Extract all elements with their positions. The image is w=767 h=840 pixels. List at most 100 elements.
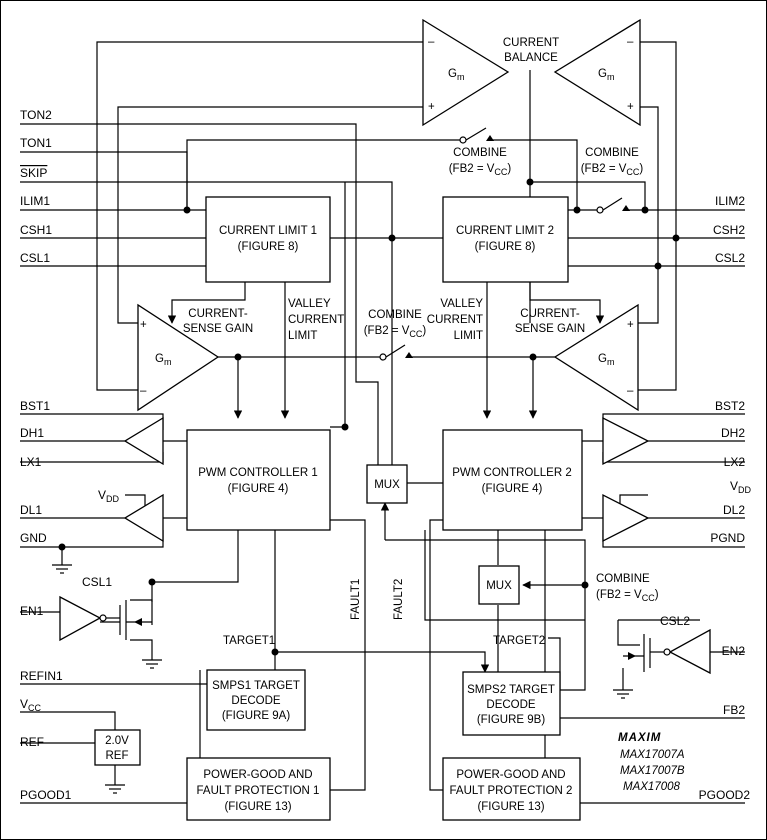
ref-block bbox=[94, 729, 141, 766]
cb-left-plus: + bbox=[428, 101, 435, 113]
current-balance-line1: CURRENT bbox=[503, 37, 559, 49]
gm-right-plus: + bbox=[627, 319, 634, 331]
pgood-1-title: POWER-GOOD AND bbox=[203, 769, 312, 781]
pin-lx1: LX1 bbox=[20, 455, 42, 469]
pin-skip: SKIP bbox=[20, 166, 47, 180]
pin-ton2: TON2 bbox=[20, 108, 52, 122]
current-balance-amp-left bbox=[422, 18, 510, 127]
valley-right-1: VALLEY bbox=[440, 298, 483, 310]
current-limit-2-block bbox=[442, 196, 569, 283]
valley-left-3: LIMIT bbox=[288, 330, 317, 342]
gm-amp-left bbox=[137, 303, 220, 412]
current-limit-2-fig: (FIGURE 8) bbox=[475, 241, 536, 253]
combine-mux-label: COMBINE bbox=[596, 573, 650, 585]
current-limit-1-block bbox=[205, 196, 331, 283]
smps2-target-block bbox=[462, 671, 561, 736]
smps2-title: SMPS2 TARGET bbox=[467, 684, 555, 696]
part-number-3: MAX17008 bbox=[623, 781, 681, 793]
en2-inverter bbox=[623, 628, 711, 675]
pin-csl2: CSL2 bbox=[715, 251, 745, 265]
mux-1-label: MUX bbox=[374, 479, 400, 491]
valley-left-1: VALLEY bbox=[288, 298, 331, 310]
current-balance-line2: BALANCE bbox=[504, 52, 558, 64]
pin-csl1-cmp: CSL1 bbox=[82, 575, 112, 589]
gm-label-right: Gm bbox=[598, 353, 614, 367]
pwm-2-title: PWM CONTROLLER 2 bbox=[452, 467, 572, 479]
pin-vcc: VCC bbox=[20, 697, 42, 713]
current-limit-1-title: CURRENT LIMIT 1 bbox=[219, 225, 317, 237]
pin-dl1: DL1 bbox=[20, 503, 42, 517]
target1-label: TARGET1 bbox=[223, 635, 275, 647]
pgood-2-fig: (FIGURE 13) bbox=[477, 801, 544, 813]
pgood-fault-2-block bbox=[442, 757, 581, 821]
pin-gnd: GND bbox=[20, 531, 47, 545]
part-number-2: MAX17007B bbox=[620, 765, 685, 777]
pin-ref: REF bbox=[20, 735, 44, 749]
junctions bbox=[58, 178, 680, 656]
pin-csl2-cmp: CSL2 bbox=[660, 614, 690, 628]
current-limit-2-title: CURRENT LIMIT 2 bbox=[456, 225, 554, 237]
gm-right-minus: – bbox=[627, 385, 634, 397]
pin-csl1: CSL1 bbox=[20, 251, 50, 265]
ground-symbols bbox=[52, 564, 633, 794]
pin-bst1: BST1 bbox=[20, 399, 50, 413]
pin-ilim1: ILIM1 bbox=[20, 194, 50, 208]
cb-right-plus: + bbox=[627, 101, 634, 113]
combine-right-cond: (FB2 = VCC) bbox=[581, 163, 644, 177]
mux-2-label: MUX bbox=[486, 580, 512, 592]
smps1-title: SMPS1 TARGET bbox=[212, 680, 300, 692]
pin-refin1: REFIN1 bbox=[20, 669, 63, 683]
pin-vdd-right: VDD bbox=[730, 479, 752, 495]
current-balance-amp-right bbox=[553, 18, 641, 127]
valley-right-3: LIMIT bbox=[454, 330, 483, 342]
combine-top-cond: (FB2 = VCC) bbox=[449, 163, 512, 177]
combine-switch-ilim2 bbox=[596, 197, 630, 214]
pin-dh2: DH2 bbox=[721, 426, 745, 440]
pin-csh2: CSH2 bbox=[713, 223, 745, 237]
pin-ton1: TON1 bbox=[20, 136, 52, 150]
pwm-1-title: PWM CONTROLLER 1 bbox=[198, 467, 318, 479]
cb-left-minus: – bbox=[428, 36, 435, 48]
pin-csh1: CSH1 bbox=[20, 223, 52, 237]
pin-pgnd: PGND bbox=[710, 531, 745, 545]
combine-switch-top bbox=[459, 127, 494, 144]
ref-voltage: 2.0V bbox=[105, 735, 129, 747]
pin-vdd-left: VDD bbox=[98, 488, 120, 504]
pgood-2-sub: FAULT PROTECTION 2 bbox=[450, 785, 573, 797]
pin-fb2: FB2 bbox=[723, 703, 745, 717]
pin-dl2: DL2 bbox=[723, 503, 745, 517]
pin-bst2: BST2 bbox=[715, 399, 745, 413]
pwm-controller-1-block bbox=[186, 429, 331, 531]
combine-switch-mid bbox=[379, 344, 413, 361]
gm-left-minus: – bbox=[140, 385, 147, 397]
ref-label: REF bbox=[106, 750, 129, 762]
driver-dh1 bbox=[123, 416, 164, 466]
valley-right-2: CURRENT bbox=[427, 314, 483, 326]
combine-mid-cond: (FB2 = VCC) bbox=[364, 325, 427, 339]
wires bbox=[20, 41, 745, 804]
en1-inverter bbox=[59, 595, 152, 642]
smps1-decode: DECODE bbox=[231, 695, 281, 707]
pin-en1: EN1 bbox=[20, 604, 44, 618]
combine-top-label: COMBINE bbox=[453, 147, 507, 159]
csg-left-1: CURRENT- bbox=[188, 308, 248, 320]
smps1-target-block bbox=[206, 669, 306, 731]
driver-dh2 bbox=[602, 416, 650, 466]
pwm-2-fig: (FIGURE 4) bbox=[482, 483, 543, 495]
pin-en2: EN2 bbox=[722, 644, 746, 658]
pin-pgood2: PGOOD2 bbox=[699, 788, 751, 802]
combine-mux-cond: (FB2 = VCC) bbox=[596, 589, 659, 603]
current-limit-1-fig: (FIGURE 8) bbox=[238, 241, 299, 253]
pwm-controller-2-block bbox=[442, 429, 583, 531]
csg-right-1: CURRENT- bbox=[520, 308, 580, 320]
fault1-label: FAULT1 bbox=[350, 579, 362, 620]
smps1-fig: (FIGURE 9A) bbox=[222, 710, 291, 722]
gm-label-cb-right: Gm bbox=[598, 68, 614, 82]
driver-dl2 bbox=[602, 493, 650, 543]
pgood-1-fig: (FIGURE 13) bbox=[224, 801, 291, 813]
valley-left-2: CURRENT bbox=[288, 314, 344, 326]
csg-left-2: SENSE GAIN bbox=[183, 323, 253, 335]
driver-dl1 bbox=[123, 493, 164, 543]
